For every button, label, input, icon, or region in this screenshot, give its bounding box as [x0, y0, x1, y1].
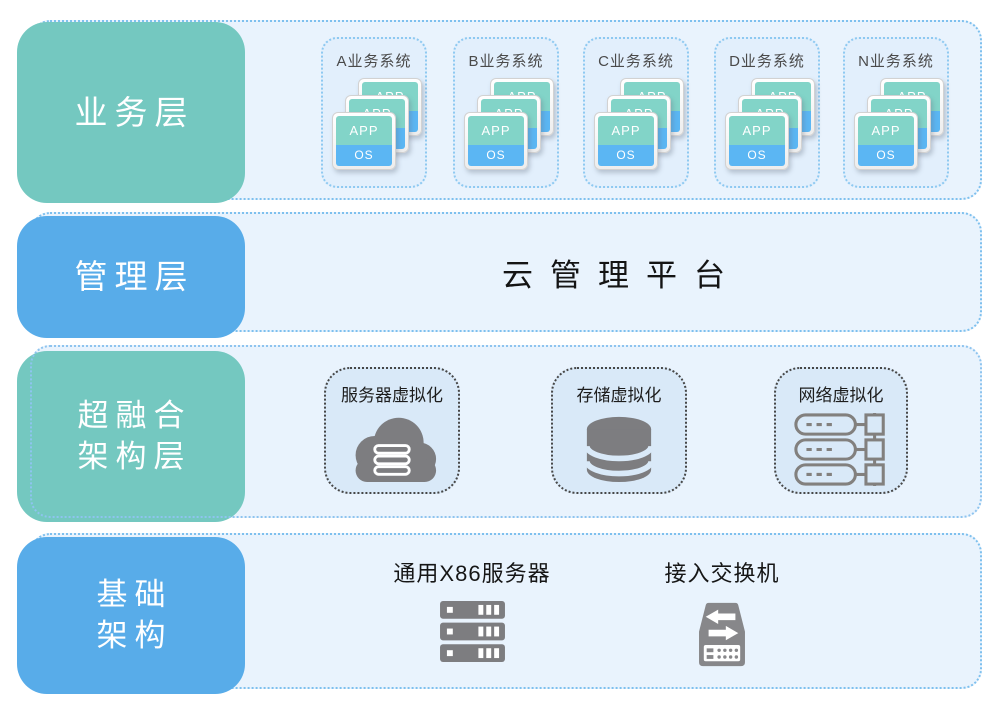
- hyperconverged-layer-box: 超融合 架构层: [17, 351, 245, 522]
- layer-label: 业务层: [74, 93, 195, 131]
- layer-label-line2: 架构层: [77, 438, 192, 474]
- os-band: OS: [598, 145, 654, 166]
- x86-server-item: 通用X86服务器: [352, 535, 592, 662]
- server-virtualization-module: 服务器虚拟化: [324, 367, 460, 494]
- app-band: APP: [336, 116, 392, 145]
- layer-label-line1: 超融合: [77, 397, 192, 433]
- infrastructure-layer-box: 基础 架构: [17, 537, 245, 694]
- os-band: OS: [468, 145, 524, 166]
- app-os-stack: APP OS APP OS APP OS: [594, 78, 684, 170]
- business-system-card-a: A业务系统 APP OS APP OS APP OS: [321, 37, 427, 188]
- os-band: OS: [729, 145, 785, 166]
- vm-card: APP OS: [594, 112, 658, 170]
- access-switch-item: 接入交换机: [602, 535, 842, 668]
- os-band: OS: [336, 145, 392, 166]
- app-os-stack: APP OS APP OS APP OS: [332, 78, 422, 170]
- module-title: 存储虚拟化: [576, 386, 662, 405]
- business-system-title: D业务系统: [729, 53, 805, 70]
- business-layer-box: 业务层: [17, 22, 245, 203]
- app-band: APP: [729, 116, 785, 145]
- network-virtualization-icon: [776, 411, 906, 488]
- app-band: APP: [858, 116, 914, 145]
- app-band: APP: [598, 116, 654, 145]
- business-system-card-n: N业务系统 APP OS APP OS APP OS: [843, 37, 949, 188]
- access-switch-icon: [602, 601, 842, 668]
- business-system-title: A业务系统: [336, 53, 412, 70]
- vm-card: APP OS: [332, 112, 396, 170]
- layer-label: 管理层: [74, 258, 195, 296]
- layer-label-line2: 架构: [96, 617, 173, 653]
- vm-card: APP OS: [464, 112, 528, 170]
- infra-item-title: 通用X86服务器: [393, 561, 551, 586]
- app-os-stack: APP OS APP OS APP OS: [854, 78, 944, 170]
- storage-database-icon: [553, 415, 685, 483]
- management-platform-area: 云管理平台: [247, 214, 980, 330]
- os-band: OS: [858, 145, 914, 166]
- app-band: APP: [468, 116, 524, 145]
- business-system-card-b: B业务系统 APP OS APP OS APP OS: [453, 37, 559, 188]
- business-system-title: B业务系统: [468, 53, 544, 70]
- business-system-card-d: D业务系统 APP OS APP OS APP OS: [714, 37, 820, 188]
- vm-card: APP OS: [854, 112, 918, 170]
- infra-item-title: 接入交换机: [664, 561, 780, 586]
- vm-card: APP OS: [725, 112, 789, 170]
- cloud-server-icon: [326, 411, 458, 482]
- x86-server-rack-icon: [352, 601, 592, 662]
- network-virtualization-module: 网络虚拟化: [774, 367, 908, 494]
- app-os-stack: APP OS APP OS APP OS: [725, 78, 815, 170]
- module-title: 网络虚拟化: [798, 386, 884, 405]
- storage-virtualization-module: 存储虚拟化: [551, 367, 687, 494]
- module-title: 服务器虚拟化: [341, 386, 443, 405]
- cloud-management-platform-label: 云管理平台: [502, 257, 742, 293]
- business-system-title: N业务系统: [858, 53, 934, 70]
- business-system-title: C业务系统: [598, 53, 674, 70]
- app-os-stack: APP OS APP OS APP OS: [464, 78, 554, 170]
- management-layer-box: 管理层: [17, 216, 245, 338]
- business-layer-row: A业务系统 APP OS APP OS APP OS B业务系统: [30, 20, 982, 200]
- business-system-card-c: C业务系统 APP OS APP OS APP OS: [583, 37, 689, 188]
- layer-label-line1: 基础: [96, 576, 173, 612]
